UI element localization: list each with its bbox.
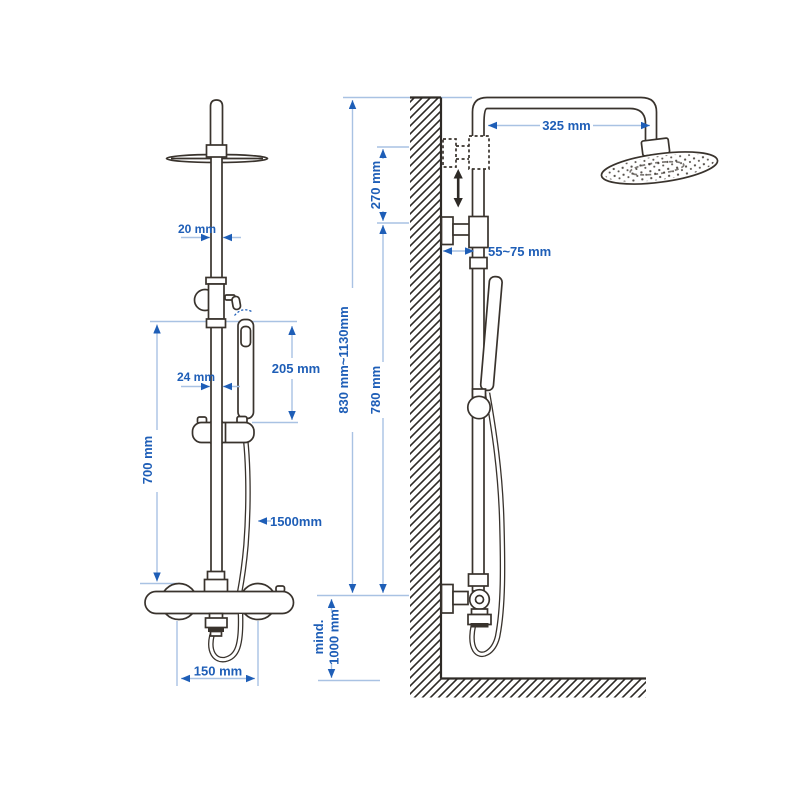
dim-rail-height-label: 700 mm	[140, 436, 155, 484]
dimensions: 20 mm 24 mm 205 mm 700 mm 1500mm 150 mm	[140, 100, 650, 683]
front-view	[144, 99, 295, 663]
dim-lower-section-label: 780 mm	[368, 366, 383, 414]
dim-riser-diameter: 24 mm	[177, 370, 240, 391]
dim-lower-section: 780 mm	[368, 225, 387, 593]
slider-holder	[191, 415, 255, 444]
dim-mixer-connection-spacing-label: 150 mm	[194, 664, 242, 679]
shower-hose-side	[469, 392, 506, 657]
swivel-hint-arc	[234, 309, 252, 316]
side-view	[440, 96, 719, 657]
dim-wall-clearance-label: 55~75 mm	[488, 244, 551, 259]
shower-hose-upper	[236, 419, 251, 594]
riser-pipe	[210, 157, 223, 592]
mixer-outlet	[204, 612, 228, 637]
holder-knob	[466, 388, 492, 420]
mixer-valve-side	[440, 573, 492, 628]
wall	[410, 96, 443, 698]
overhead-shower-side	[600, 137, 719, 185]
dim-upper-adjust-range-label: 270 mm	[368, 161, 383, 209]
head-connector	[205, 144, 228, 158]
dim-hand-shower-length-label: 205 mm	[272, 361, 320, 376]
dim-min-height-label-2: 1000 mm	[327, 609, 342, 665]
dim-upper-adjust-range: 270 mm	[368, 149, 387, 221]
dim-min-height: mind. 1000 mm	[311, 599, 342, 678]
floor	[441, 677, 646, 698]
dim-riser-diameter-label: 24 mm	[177, 370, 215, 384]
dim-mixer-connection-spacing: 150 mm	[181, 664, 255, 683]
wall-bracket	[440, 215, 489, 270]
dim-hose-length: 1500mm	[258, 514, 322, 529]
dashed-bracket-position	[442, 135, 490, 170]
mixer-body	[144, 570, 295, 615]
top-pipe	[209, 99, 224, 147]
dim-arm-projection: 325 mm	[488, 118, 650, 133]
dim-total-height-range-label: 830 mm~1130mm	[336, 306, 351, 413]
dim-hose-length-label: 1500mm	[270, 514, 322, 529]
hand-shower	[237, 318, 255, 420]
dim-total-height-range: 830 mm~1130mm	[336, 100, 357, 593]
dim-rail-height: 700 mm	[140, 324, 161, 582]
hand-shower-side	[479, 275, 503, 392]
diverter-valve	[193, 276, 242, 329]
shower-hose-loop	[208, 613, 244, 663]
dim-arm-projection-label: 325 mm	[542, 118, 590, 133]
dim-hand-shower-length: 205 mm	[272, 326, 320, 420]
dim-min-height-label-1: mind.	[311, 620, 326, 655]
dim-wall-clearance: 55~75 mm	[443, 244, 551, 259]
dim-top-pipe-diameter: 20 mm	[178, 222, 241, 242]
dim-top-pipe-diameter-label: 20 mm	[178, 222, 216, 236]
height-adjust-arrow	[453, 169, 463, 208]
